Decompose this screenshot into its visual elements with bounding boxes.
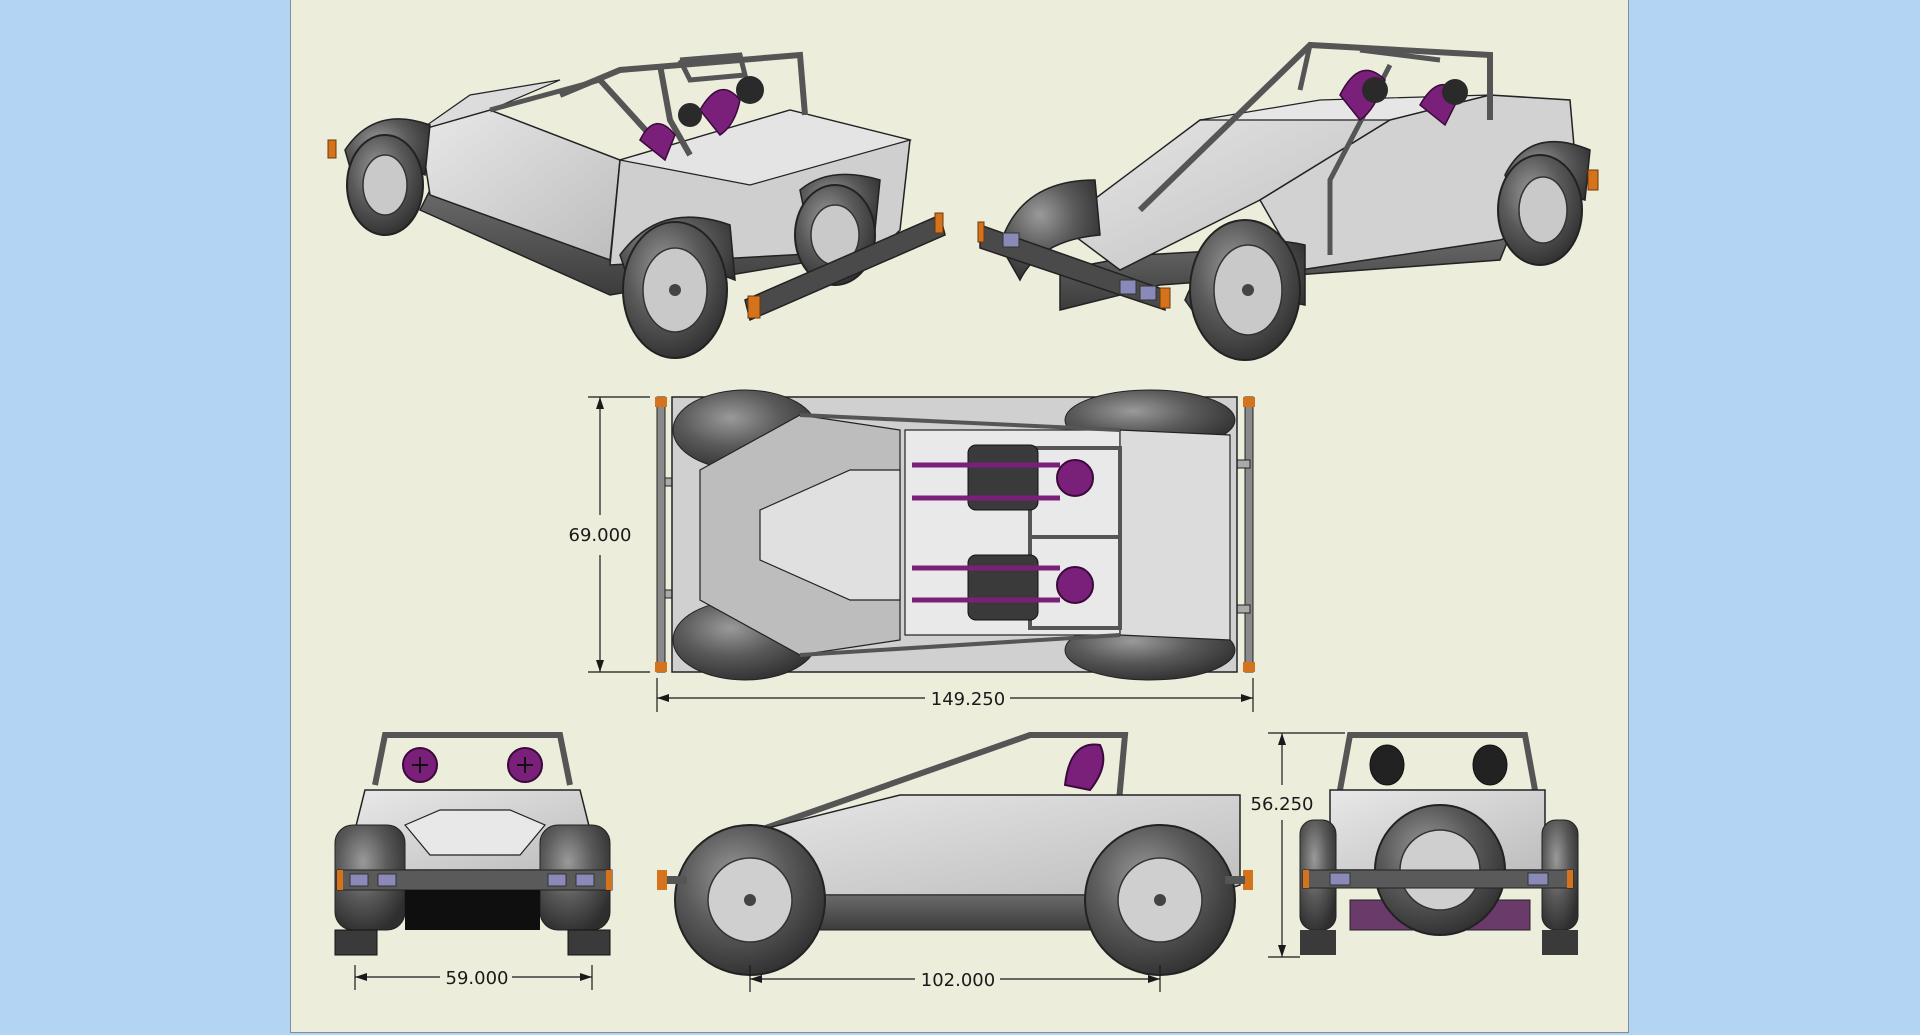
iso-view-rear-left (327, 51, 946, 359)
dimension-track: 59.000 (446, 968, 509, 989)
dimension-arrows (355, 397, 1286, 983)
rear-view (1299, 732, 1579, 955)
side-view (657, 732, 1253, 976)
top-view (655, 389, 1255, 681)
iso-view-front-right (977, 41, 1599, 361)
dimension-height: 56.250 (1251, 794, 1314, 815)
dimension-width: 69.000 (569, 525, 632, 546)
dimension-length: 149.250 (931, 689, 1005, 710)
front-view (334, 732, 613, 956)
dimension-lines (354, 396, 1345, 992)
dimension-wheelbase: 102.000 (921, 970, 995, 991)
